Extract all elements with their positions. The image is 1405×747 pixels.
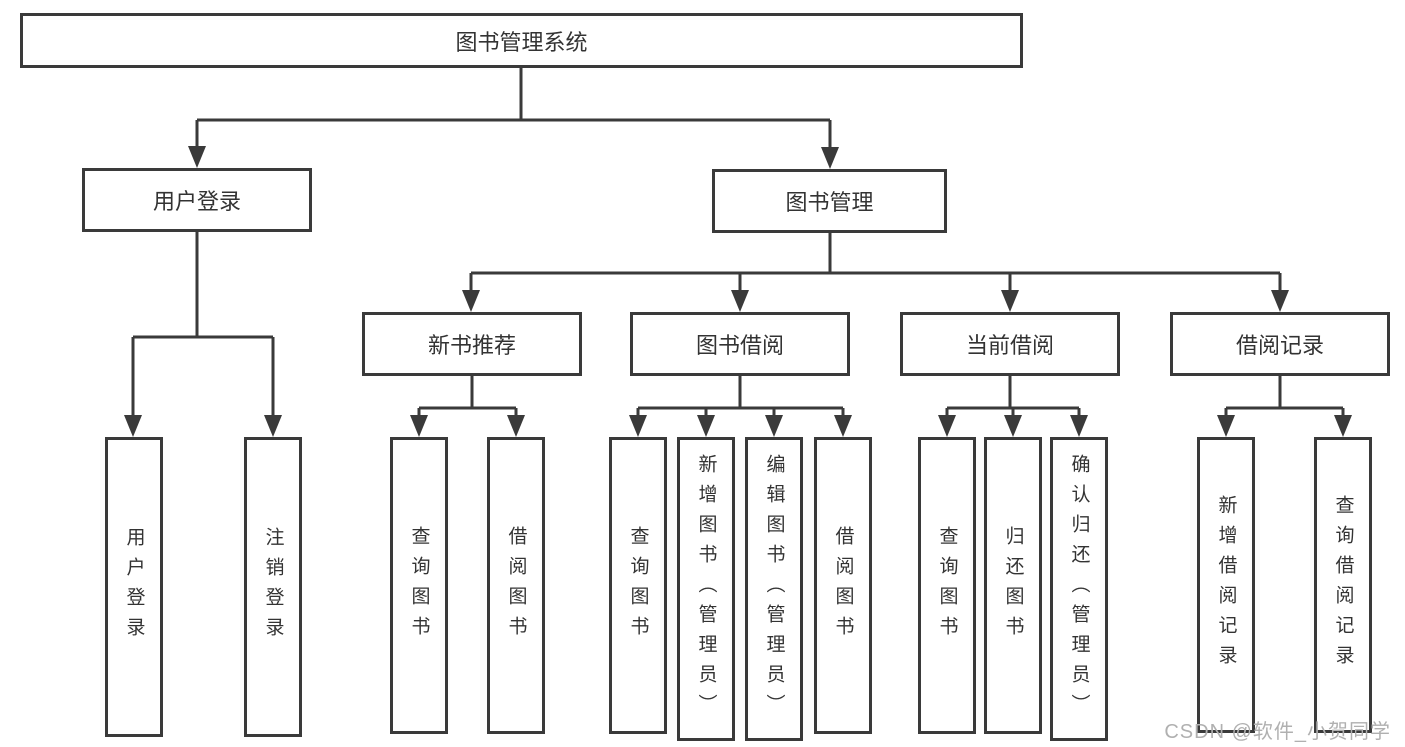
leaf-add-books-admin-label: 新增图书（管理员） [695,454,717,724]
node-book-borrow: 图书借阅 [630,312,850,376]
leaf-return-books: 归还图书 [984,437,1042,734]
leaf-borrow-books-2-label: 借阅图书 [832,525,854,646]
leaf-query-borrow-record-label: 查询借阅记录 [1332,495,1354,675]
arrowheads [124,146,1352,437]
node-root-label: 图书管理系统 [455,29,588,55]
node-root: 图书管理系统 [20,13,1023,68]
connector-segments [131,68,1345,419]
leaf-query-books-1: 查询图书 [390,437,448,734]
leaf-add-borrow-record-label: 新增借阅记录 [1215,495,1237,675]
leaf-logout: 注销登录 [244,437,302,737]
node-book-borrow-label: 图书借阅 [695,333,784,358]
leaf-borrow-books-1: 借阅图书 [487,437,545,734]
node-new-book-recommend-label: 新书推荐 [427,333,516,358]
leaf-user-login: 用户登录 [105,437,163,737]
leaf-query-books-2: 查询图书 [609,437,667,734]
node-new-book-recommend: 新书推荐 [362,312,582,376]
leaf-return-books-label: 归还图书 [1002,525,1024,646]
leaf-edit-books-admin-label: 编辑图书（管理员） [763,454,785,724]
leaf-query-books-1-label: 查询图书 [408,525,430,646]
node-current-borrow: 当前借阅 [900,312,1120,376]
node-borrow-records: 借阅记录 [1170,312,1390,376]
leaf-query-books-3: 查询图书 [918,437,976,734]
node-book-management: 图书管理 [712,169,947,233]
leaf-add-books-admin: 新增图书（管理员） [677,437,735,741]
node-user-login: 用户登录 [82,168,312,232]
csdn-watermark: CSDN @软件_小贺同学 [1164,721,1391,743]
node-user-login-label: 用户登录 [152,189,241,214]
leaf-logout-label: 注销登录 [262,527,284,647]
leaf-query-borrow-record: 查询借阅记录 [1314,437,1372,733]
leaf-confirm-return-admin-label: 确认归还（管理员） [1068,454,1090,724]
node-current-borrow-label: 当前借阅 [965,333,1054,358]
leaf-add-borrow-record: 新增借阅记录 [1197,437,1255,733]
leaf-edit-books-admin: 编辑图书（管理员） [745,437,803,741]
leaf-query-books-2-label: 查询图书 [627,525,649,646]
leaf-borrow-books-1-label: 借阅图书 [505,525,527,646]
leaf-query-books-3-label: 查询图书 [936,525,958,646]
leaf-borrow-books-2: 借阅图书 [814,437,872,734]
node-book-management-label: 图书管理 [785,190,874,215]
leaf-confirm-return-admin: 确认归还（管理员） [1050,437,1108,741]
node-borrow-records-label: 借阅记录 [1235,333,1324,358]
leaf-user-login-label: 用户登录 [123,527,145,647]
